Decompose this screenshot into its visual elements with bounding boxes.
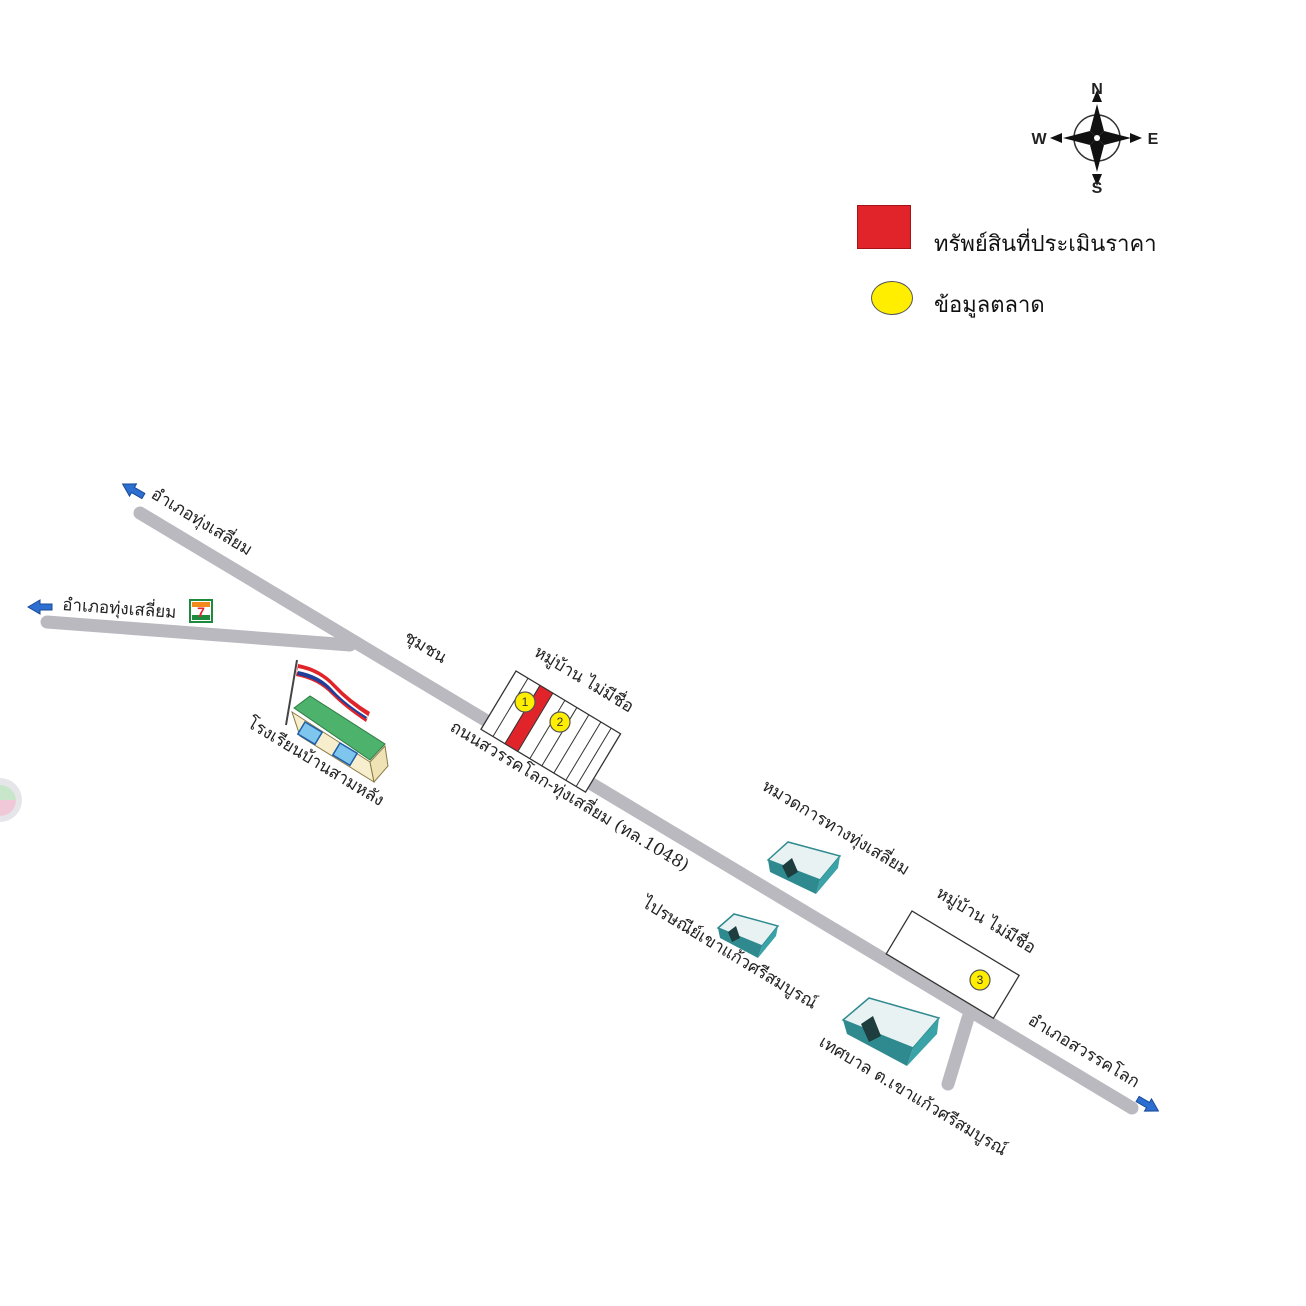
market-marker-1: 1 <box>514 691 536 713</box>
government-building-icon <box>766 841 842 894</box>
government-building-icon <box>716 913 780 958</box>
side-road-south <box>941 1011 975 1091</box>
label-community: ชุมชน <box>400 627 450 668</box>
store-logo-text: 7 <box>197 604 205 620</box>
appraised-property-plot <box>504 684 554 753</box>
legend-market-label: ข้อมูลตลาด <box>934 293 1045 318</box>
convenience-store-icon: 7 <box>189 599 213 623</box>
svg-text:1: 1 <box>522 695 529 709</box>
legend-property-swatch <box>857 205 911 249</box>
roads <box>40 506 1139 1115</box>
compass-east: E <box>1148 131 1159 148</box>
compass-west: W <box>1031 131 1047 148</box>
svg-text:3: 3 <box>977 973 984 987</box>
market-marker-2: 2 <box>549 711 571 733</box>
direction-arrow-icon <box>121 483 146 500</box>
compass-north: N <box>1091 81 1103 98</box>
direction-arrow-icon <box>1135 1095 1160 1112</box>
direction-arrow-icon <box>27 599 53 615</box>
village-2-plot <box>885 910 1021 1020</box>
svg-text:2: 2 <box>557 715 564 729</box>
government-building-icon <box>841 997 941 1066</box>
school-flag-icon <box>285 659 389 784</box>
compass-south: S <box>1092 180 1103 197</box>
market-marker-3: 3 <box>969 969 991 991</box>
legend-property-label: ทรัพย์สินที่ประเมินราคา <box>934 232 1157 257</box>
branch-road-west <box>40 615 357 652</box>
legend-market-swatch <box>871 281 913 315</box>
scan-artifact <box>0 778 22 822</box>
main-road <box>133 506 1139 1115</box>
compass-rose-icon: N S W E <box>1031 81 1158 197</box>
